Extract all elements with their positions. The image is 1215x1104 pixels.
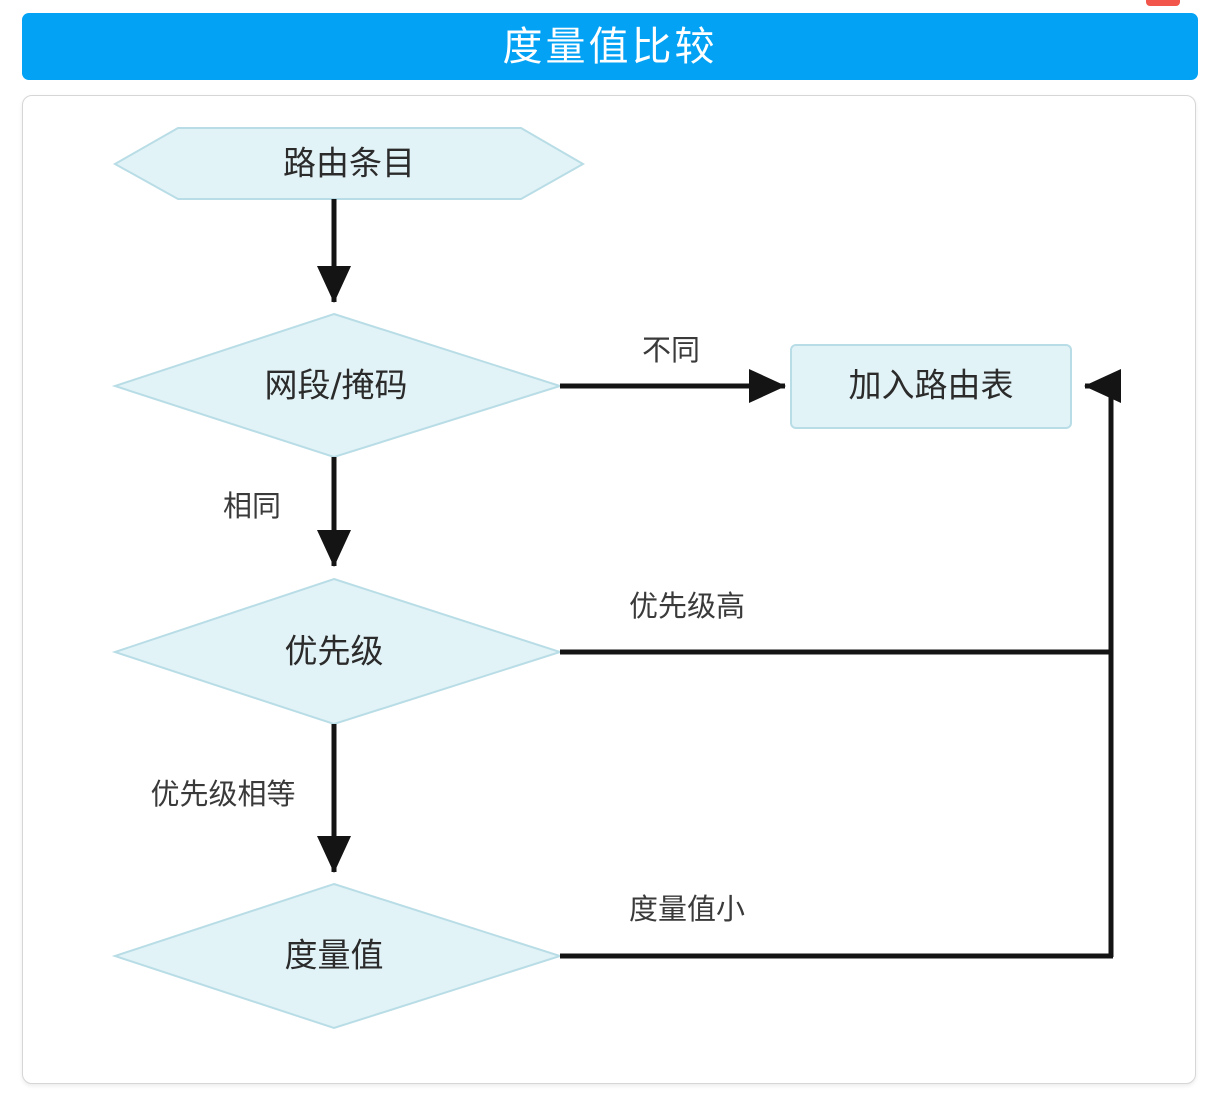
edge-priority-to-add-table: 优先级高 [560,589,1113,655]
node-metric[interactable]: 度量值 [111,882,564,1030]
edge-label-different: 不同 [642,333,700,367]
edge-label-higher-priority: 优先级高 [629,589,745,623]
node-add-to-table[interactable]: 加入路由表 [790,344,1072,429]
edge-network-mask-to-priority: 相同 [223,457,351,568]
hexagon-shape [112,127,586,200]
flowchart-svg: 路由条目 网段/掩码 不同 加入路由表 [111,127,1121,1030]
node-label-network-mask: 网段/掩码 [264,366,407,405]
rectangle-shape [790,344,1072,429]
red-tab-nub [1146,0,1180,6]
node-label-priority: 优先级 [285,632,384,671]
edge-metric-to-add-table: 度量值小 [560,892,1113,959]
page-title: 度量值比较 [502,23,718,70]
node-network-mask[interactable]: 网段/掩码 [111,312,564,459]
header-bar: 度量值比较 [22,13,1198,80]
node-route-entry[interactable]: 路由条目 [112,127,586,200]
edge-label-same: 相同 [223,489,281,523]
edge-label-smaller-metric: 度量值小 [629,892,745,926]
node-label-metric: 度量值 [285,936,384,975]
node-label-route-entry: 路由条目 [283,144,415,183]
edge-network-mask-to-add-table: 不同 [560,333,787,403]
diamond-shape [111,882,564,1030]
edge-priority-to-metric: 优先级相等 [150,724,351,874]
node-priority[interactable]: 优先级 [111,577,564,726]
flowchart-card: 路由条目 网段/掩码 不同 加入路由表 [22,95,1196,1084]
node-label-add-to-table: 加入路由表 [849,366,1014,405]
edge-label-equal-priority: 优先级相等 [150,777,295,811]
return-rail-connector [1083,369,1121,957]
